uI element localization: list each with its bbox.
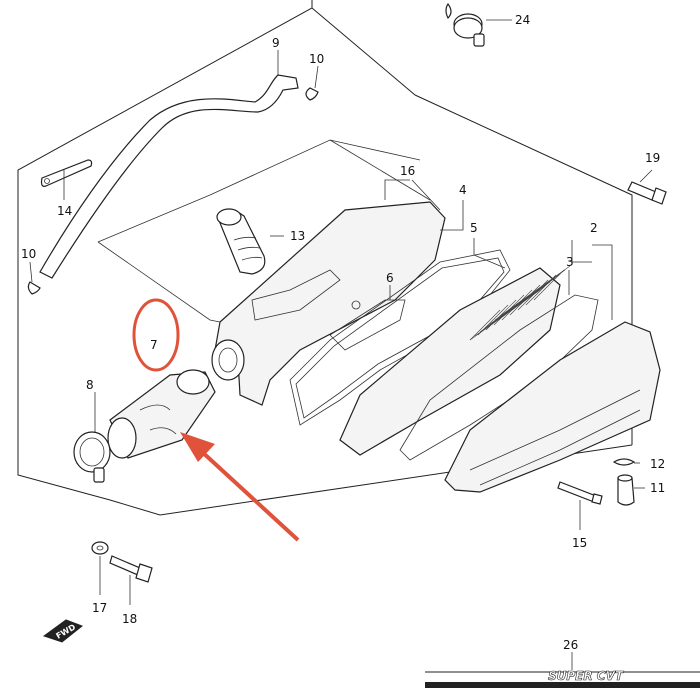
callout-9: 9 — [272, 36, 280, 50]
callout-16: 16 — [400, 164, 415, 178]
duct-13 — [216, 208, 266, 275]
highlight-arrow-shaft — [198, 448, 300, 542]
band-clamp-8 — [73, 431, 111, 483]
breather-hose — [39, 74, 299, 279]
filter-mesh — [469, 265, 571, 341]
washer-17 — [91, 541, 109, 555]
air-cleaner-case — [211, 201, 446, 406]
mesh-line — [479, 281, 551, 333]
mesh-line — [499, 265, 571, 317]
emblem-text: SUPER CVT — [548, 669, 624, 683]
bolt-19 — [627, 181, 667, 205]
callout-17: 17 — [92, 601, 107, 615]
leader-lines — [29, 19, 653, 670]
mesh-line — [474, 285, 546, 337]
seal-6 — [329, 299, 406, 351]
callout-15: 15 — [572, 536, 587, 550]
cover — [444, 321, 661, 493]
inlet-tube-7 — [107, 369, 216, 459]
callout-3: 3 — [566, 255, 574, 269]
highlight-circle — [132, 298, 180, 372]
callout-18: 18 — [122, 612, 137, 626]
callout-4: 4 — [459, 183, 467, 197]
mesh-line — [489, 273, 561, 325]
mesh-line — [484, 277, 556, 329]
callout-10-left: 10 — [21, 247, 36, 261]
callout-labels: 9 10 24 14 10 16 4 5 6 13 19 2 3 7 8 12 … — [21, 13, 665, 652]
clip-10-top — [305, 87, 319, 101]
bolt-18 — [109, 555, 153, 583]
callout-12: 12 — [650, 457, 665, 471]
callout-13: 13 — [290, 229, 305, 243]
callout-10-top: 10 — [309, 52, 324, 66]
callout-8: 8 — [86, 378, 94, 392]
callout-11: 11 — [650, 481, 665, 495]
clip-12 — [612, 458, 636, 466]
callout-2: 2 — [590, 221, 598, 235]
highlight-overlay — [132, 298, 300, 542]
callout-6: 6 — [386, 271, 394, 285]
callout-5: 5 — [470, 221, 478, 235]
fwd-arrow: FWD — [42, 619, 83, 643]
callout-24: 24 — [515, 13, 530, 27]
callout-7: 7 — [150, 338, 158, 352]
callout-19: 19 — [645, 151, 660, 165]
screw-15 — [557, 481, 603, 505]
mesh-line — [469, 309, 501, 341]
filter-element — [339, 265, 571, 456]
callout-26: 26 — [563, 638, 578, 652]
cover-seal — [399, 294, 599, 461]
highlight-arrow-head — [180, 432, 215, 462]
mesh-line — [469, 289, 541, 341]
callout-14: 14 — [57, 204, 72, 218]
clip-10-left — [27, 281, 41, 295]
clamp-24 — [445, 2, 485, 47]
plug-11 — [617, 474, 635, 506]
strap-14 — [40, 159, 93, 187]
emblem-26: SUPER CVT — [425, 669, 700, 688]
mesh-line — [494, 269, 566, 321]
